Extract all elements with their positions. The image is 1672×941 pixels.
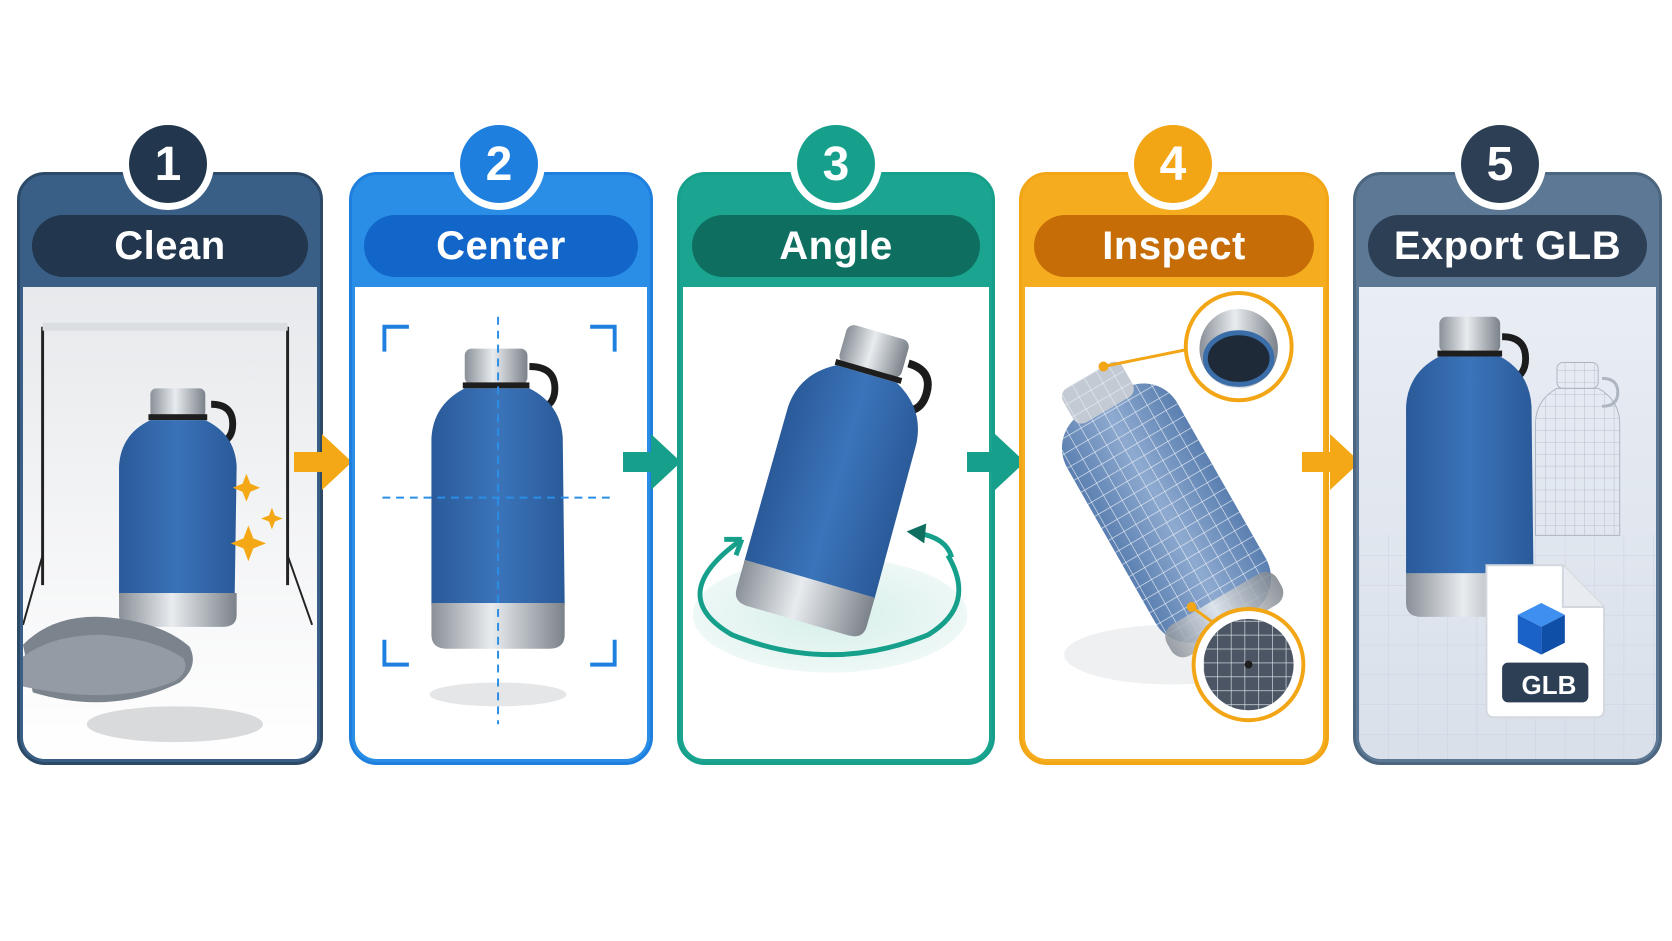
sparkle-icon [232,473,261,502]
arrow-right-icon [967,434,1025,490]
center-scene [355,287,647,759]
step-illustration [355,287,647,759]
step-illustration [683,287,989,759]
inspect-scene [1025,287,1323,759]
sparkle-icon [261,507,283,530]
step-title: Inspect [1034,215,1314,277]
glb-file-label: GLB [1521,669,1577,700]
step-number-badge: 5 [1454,118,1546,210]
step-illustration: GLB [1359,287,1656,759]
arrow-right-icon [623,434,681,490]
sparkle-icon [230,525,267,562]
rotate-arrow-icon [697,523,962,658]
step-number-badge: 4 [1127,118,1219,210]
step-title: Export GLB [1368,215,1647,277]
angle-scene [683,287,989,759]
step-clean: Clean [17,172,323,765]
step-export-glb: Export GLB [1353,172,1662,765]
step-title: Clean [32,215,308,277]
magnifier-icon [1183,290,1294,403]
export-scene [1359,287,1656,759]
clean-scene [23,287,317,759]
crop-corner-icon [382,324,617,667]
step-angle: Angle [677,172,995,765]
step-center: Center [349,172,653,765]
file-icon [1485,564,1606,719]
step-inspect: Inspect [1019,172,1329,765]
step-number-badge: 2 [453,118,545,210]
step-number-badge: 1 [122,118,214,210]
arrow-right-icon [1302,434,1360,490]
step-illustration [1025,287,1323,759]
arrow-right-icon [294,434,352,490]
step-title: Angle [692,215,980,277]
step-illustration [23,287,317,759]
step-title: Center [364,215,638,277]
step-number-badge: 3 [790,118,882,210]
magnifier-icon [1191,606,1306,723]
